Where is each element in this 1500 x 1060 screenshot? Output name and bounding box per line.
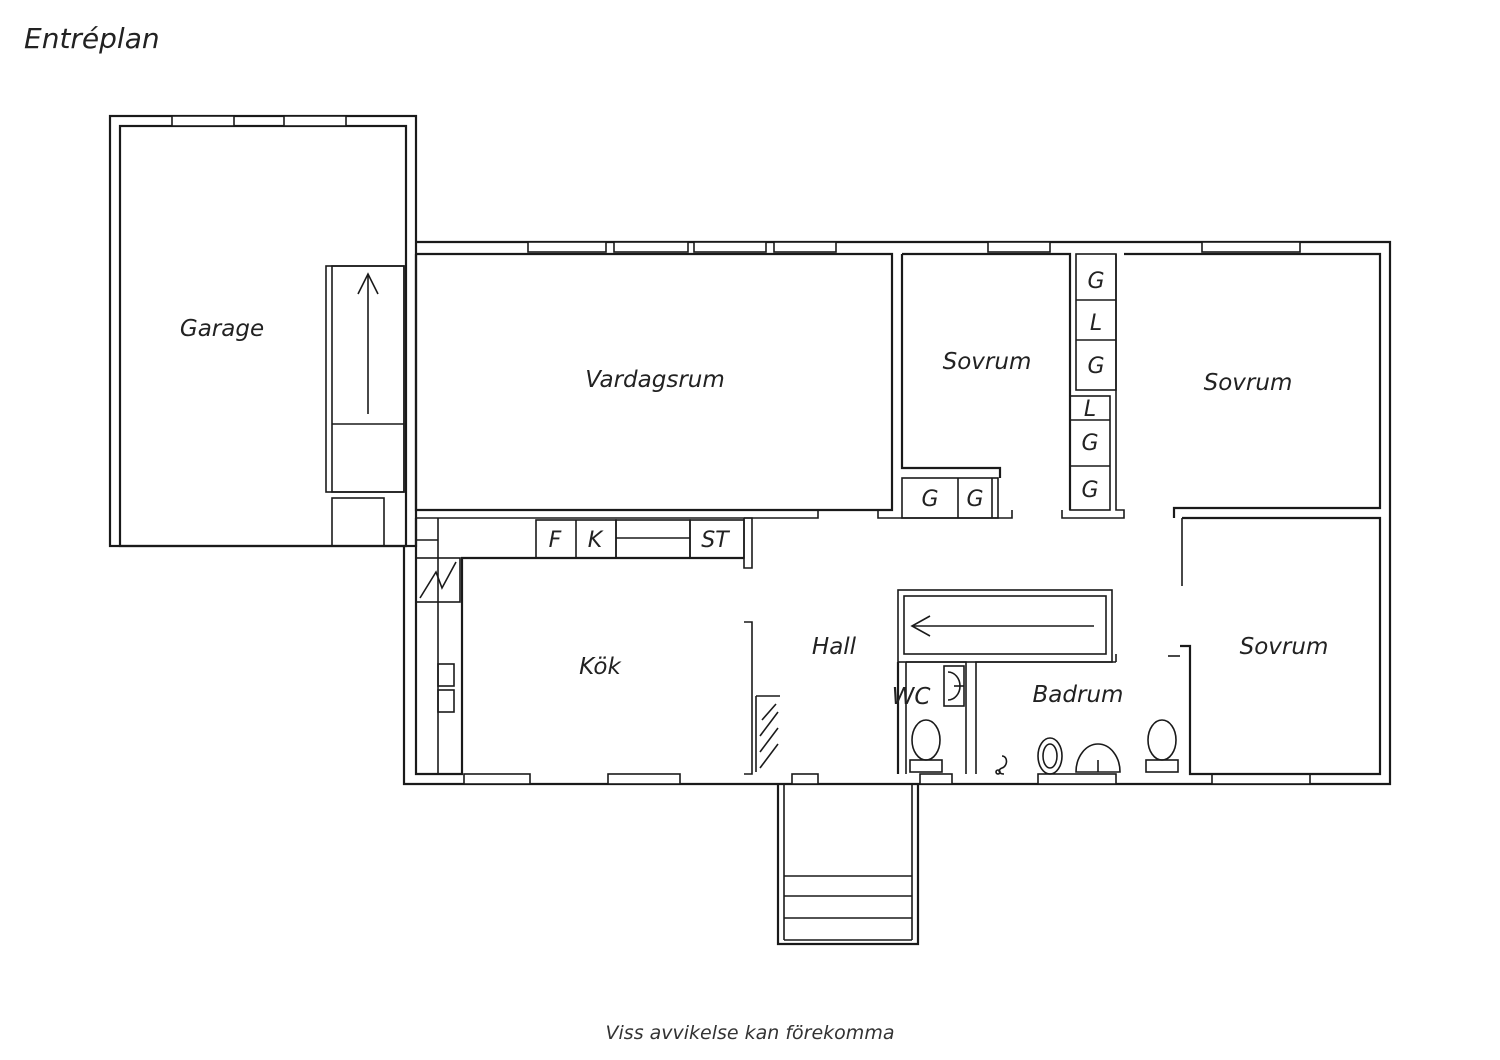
closet-label: G: [1087, 269, 1104, 294]
entrance-steps: [776, 784, 920, 946]
interior-walls: [414, 252, 1382, 776]
sanitary-fixtures: [909, 665, 1179, 775]
room-label-sovrum-2: Sovrum: [1204, 370, 1293, 396]
wc-sink-icon: [943, 665, 965, 707]
window: [613, 241, 689, 253]
closet-label: G: [1081, 431, 1098, 456]
fixture-label-fridge: F: [549, 528, 562, 553]
toilet-icon: [909, 719, 943, 773]
window: [1201, 241, 1301, 253]
disclaimer: Viss avvikelse kan förekomma: [605, 1022, 895, 1044]
plan-title: Entréplan: [24, 22, 160, 55]
closet-block: [901, 477, 999, 519]
window: [171, 115, 235, 127]
window: [527, 241, 607, 253]
window: [1037, 773, 1117, 785]
closet-label: G: [1087, 354, 1104, 379]
room-label-wc: WC: [892, 684, 931, 710]
window: [607, 773, 681, 785]
house-walls: [402, 240, 1392, 786]
window: [463, 773, 531, 785]
window: [919, 773, 953, 785]
window: [283, 115, 347, 127]
room-label-vardagsrum: Vardagsrum: [585, 367, 725, 393]
room-label-kok: Kök: [579, 654, 622, 680]
bathroom-toilet-icon: [1145, 719, 1179, 773]
closet-label: L: [1090, 311, 1102, 336]
bathroom-sink-icon: [1075, 743, 1121, 773]
garage-stair: [325, 265, 405, 493]
shower-icon: [995, 755, 1008, 775]
electrical-panel-icon: [415, 557, 461, 603]
closet-label: G: [966, 487, 983, 512]
garage-walls: [108, 114, 418, 548]
window: [1211, 773, 1311, 785]
window: [693, 241, 767, 253]
room-label-badrum: Badrum: [1033, 682, 1124, 708]
fixture-label-stove: ST: [701, 528, 730, 553]
closet-label: G: [1081, 478, 1098, 503]
bathtub-icon: [1037, 737, 1063, 775]
closet-label: L: [1084, 397, 1096, 422]
room-label-sovrum-1: Sovrum: [943, 349, 1032, 375]
room-label-hall: Hall: [812, 634, 857, 660]
window: [773, 241, 837, 253]
fixture-label-freezer: K: [588, 528, 604, 553]
window: [791, 773, 819, 785]
window: [987, 241, 1051, 253]
room-label-garage: Garage: [180, 316, 264, 342]
closet-label: G: [921, 487, 938, 512]
room-label-sovrum-3: Sovrum: [1240, 634, 1329, 660]
